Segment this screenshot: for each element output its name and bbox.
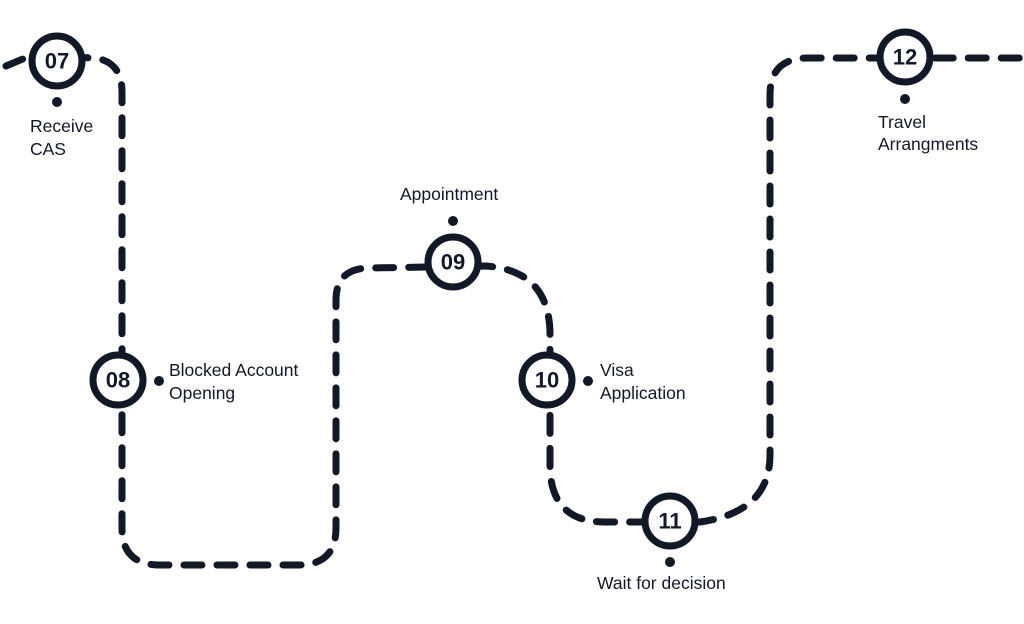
step-09-number: 09 [441, 250, 465, 275]
step-09: Appointment 09 [400, 184, 498, 291]
step-07-number: 07 [45, 49, 69, 74]
step-11: 11 Wait for decision [597, 492, 726, 593]
step-07-label-line-1: Receive [30, 116, 93, 136]
step-09-node [424, 233, 482, 291]
step-11-marker-dot [665, 557, 675, 567]
step-07-label-line-2: CAS [30, 139, 66, 159]
step-10-label-line-1: Visa [600, 360, 634, 380]
step-12-label-line-2: Arrangments [878, 134, 978, 154]
step-12-number: 12 [893, 45, 917, 70]
step-11-node [641, 492, 699, 550]
step-12-node [876, 28, 934, 86]
step-08-marker-dot [154, 376, 164, 386]
step-08-label-line-1: Blocked Account [169, 360, 299, 380]
step-12-label-line-1: Travel [878, 112, 926, 132]
step-07-node [28, 32, 86, 90]
step-10-marker-dot [583, 376, 593, 386]
step-08-node [89, 351, 147, 409]
step-09-label: Appointment [400, 184, 498, 204]
step-08-number: 08 [106, 368, 130, 393]
step-12-marker-dot [900, 94, 910, 104]
step-10-label-line-2: Application [600, 383, 686, 403]
step-08: 08 Blocked Account Opening [89, 351, 299, 409]
step-10-number: 10 [535, 368, 559, 393]
step-07-marker-dot [52, 97, 62, 107]
step-08-label-line-2: Opening [169, 383, 235, 403]
roadmap-path [2, 52, 1024, 569]
step-09-marker-dot [448, 216, 458, 226]
step-12: 12 Travel Arrangments [876, 28, 978, 154]
step-10: 10 Visa Application [518, 351, 686, 409]
step-11-label: Wait for decision [597, 573, 726, 593]
step-11-number: 11 [658, 509, 681, 534]
step-07: 07 Receive CAS [28, 32, 93, 159]
step-10-node [518, 351, 576, 409]
